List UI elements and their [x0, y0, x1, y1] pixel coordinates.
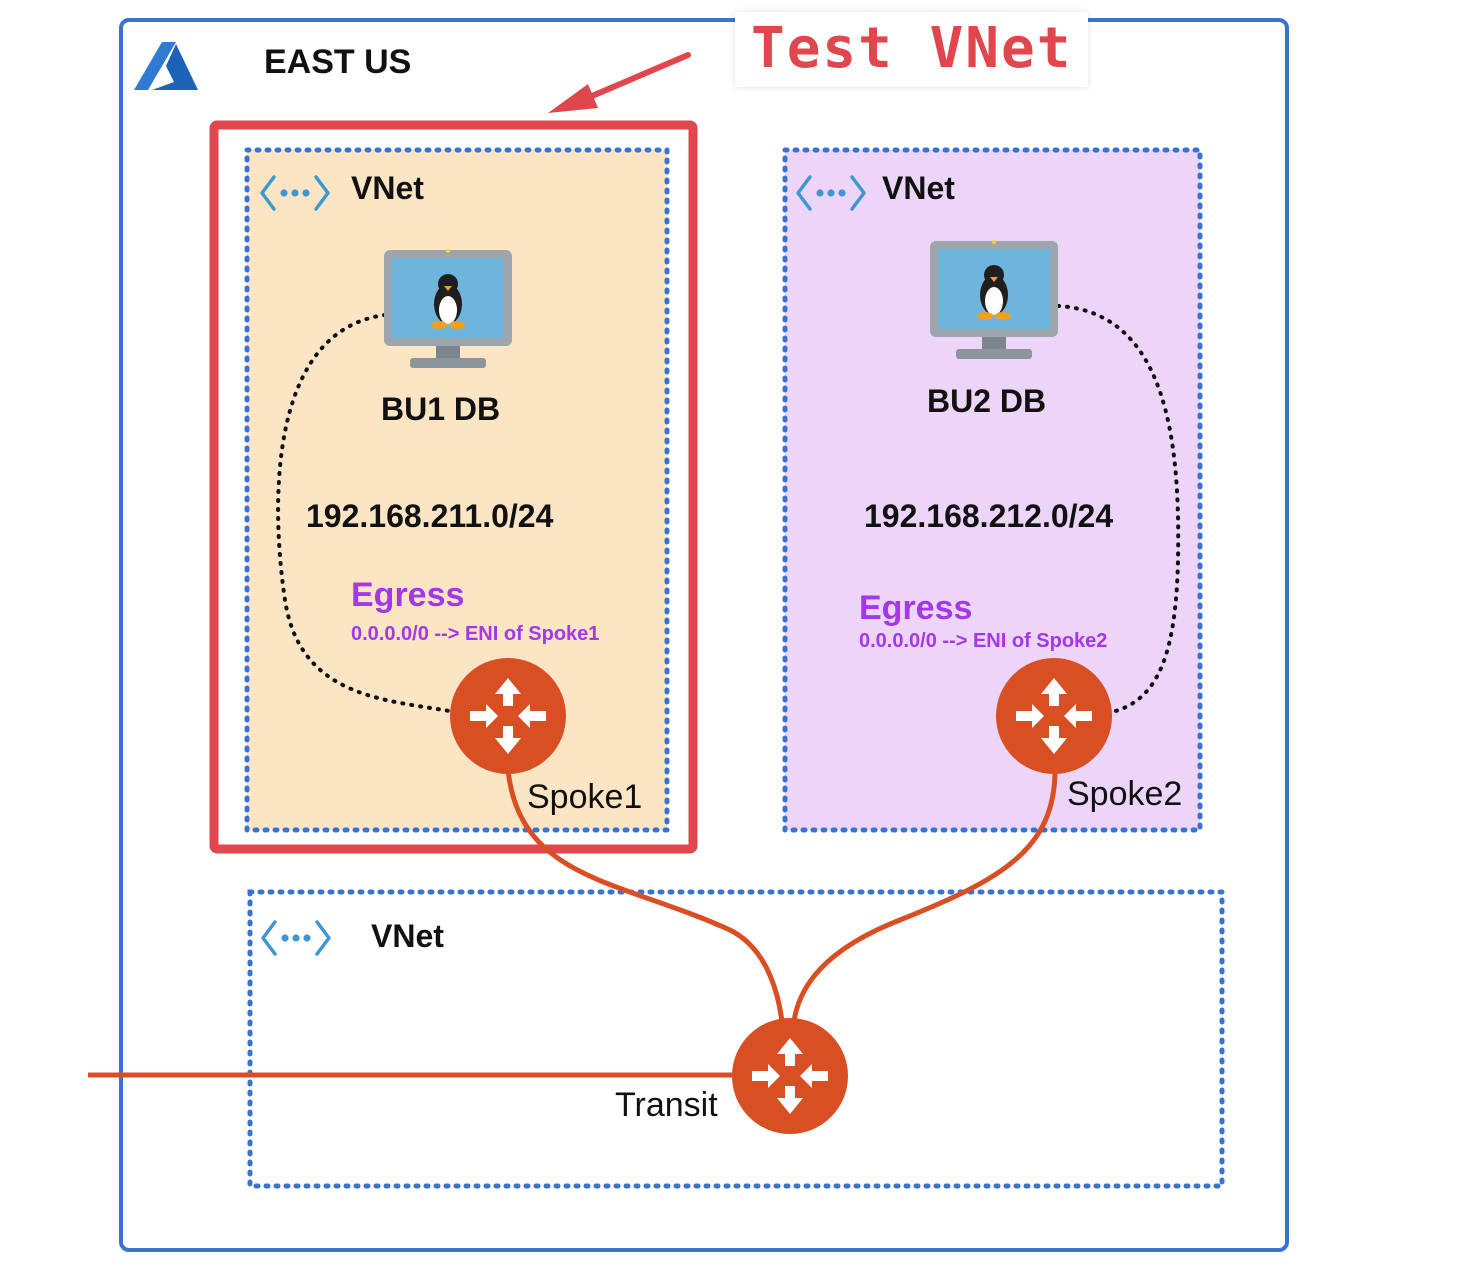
spoke1-egress-title: Egress	[351, 576, 465, 614]
spoke1-vm-name: BU1 DB	[381, 391, 501, 427]
transit-vnet-title: VNet	[371, 918, 444, 954]
test-vnet-highlight	[209, 120, 698, 854]
spoke1-cidr: 192.168.211.0/24	[306, 498, 554, 534]
callout-arrow	[548, 52, 691, 113]
region-east-us-border	[119, 18, 1289, 1252]
spoke1-vnet-title: VNet	[351, 170, 424, 206]
transit-vnet-box	[247, 889, 1225, 1189]
router-icon	[732, 1018, 848, 1134]
router-icon	[996, 658, 1112, 774]
region-title: EAST US	[264, 43, 412, 81]
spoke2-egress-title: Egress	[859, 589, 973, 627]
spoke2-vm-link	[1056, 304, 1181, 714]
spoke2-vm-name: BU2 DB	[927, 383, 1047, 419]
router-icon	[450, 658, 566, 774]
spoke2-cidr: 192.168.212.0/24	[864, 498, 1114, 534]
spoke2-egress-rule: 0.0.0.0/0 --> ENI of Spoke2	[859, 630, 1108, 652]
spoke1-transit-link	[505, 769, 786, 1031]
spoke1-egress-rule: 0.0.0.0/0 --> ENI of Spoke1	[351, 623, 600, 645]
transit-router-label: Transit	[615, 1086, 718, 1124]
test-vnet-callout: Test VNet	[735, 12, 1089, 87]
spoke1-router-label: Spoke1	[527, 778, 643, 816]
azure-icon	[134, 42, 198, 90]
spoke1-vm-link	[276, 313, 457, 714]
spoke2-router-label: Spoke2	[1067, 775, 1183, 813]
spoke2-vnet-title: VNet	[882, 170, 955, 206]
spoke2-transit-link	[790, 769, 1058, 1031]
